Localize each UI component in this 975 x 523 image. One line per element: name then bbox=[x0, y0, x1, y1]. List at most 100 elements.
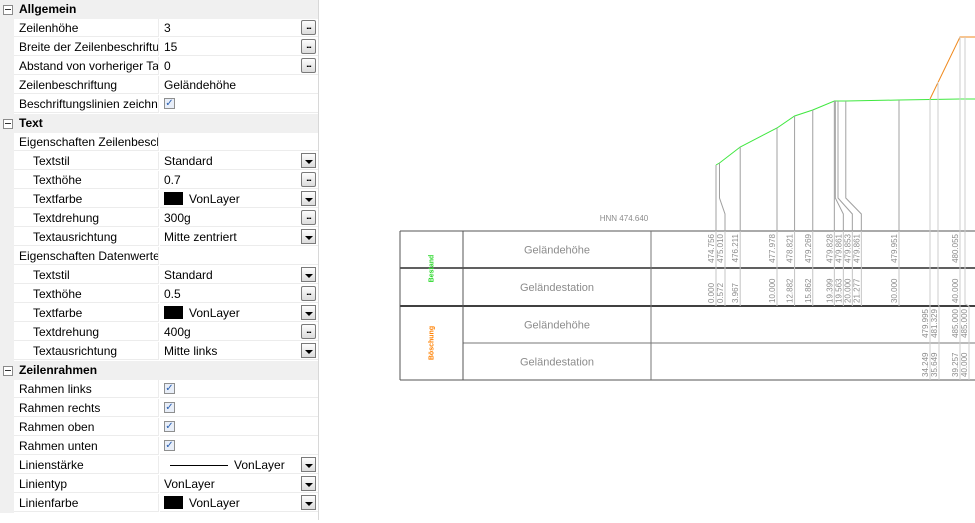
boeschung-height-value: 479.995 bbox=[921, 308, 930, 337]
property-value[interactable]: ✓ bbox=[160, 418, 318, 436]
property-name: Texthöhe bbox=[14, 285, 159, 303]
category-allgemein[interactable]: Allgemein bbox=[0, 0, 318, 19]
property-row-allgemein-2[interactable]: Abstand von vorheriger Tabelle0... bbox=[0, 57, 318, 76]
row-gutter bbox=[0, 456, 14, 475]
property-value[interactable]: 0... bbox=[160, 57, 318, 75]
property-value[interactable]: 0.7... bbox=[160, 171, 318, 189]
property-group[interactable]: Eigenschaften Datenwerte bbox=[0, 247, 318, 266]
property-row-rahmen-3[interactable]: Rahmen unten✓ bbox=[0, 437, 318, 456]
bestand-station-value: 0.572 bbox=[716, 282, 725, 303]
collapse-icon[interactable] bbox=[3, 366, 13, 376]
property-value[interactable]: VonLayer bbox=[160, 190, 318, 208]
dropdown-arrow-button[interactable] bbox=[301, 343, 316, 358]
property-value[interactable]: VonLayer bbox=[160, 494, 318, 512]
ellipsis-button[interactable]: ... bbox=[301, 210, 316, 225]
property-value[interactable]: VonLayer bbox=[160, 475, 318, 493]
property-row-rahmen-0[interactable]: Rahmen links✓ bbox=[0, 380, 318, 399]
ellipsis-button[interactable]: ... bbox=[301, 58, 316, 73]
property-value[interactable]: 300g... bbox=[160, 209, 318, 227]
bestand-height-value: 474.756 bbox=[707, 233, 716, 262]
row-label: Geländehöhe bbox=[524, 320, 590, 332]
dropdown-arrow-button[interactable] bbox=[301, 229, 316, 244]
bestand-station-value: 19.563 bbox=[834, 278, 843, 303]
dropdown-arrow-button[interactable] bbox=[301, 495, 316, 510]
property-value[interactable]: 15... bbox=[160, 38, 318, 56]
checkbox[interactable]: ✓ bbox=[164, 98, 175, 109]
property-value[interactable]: 400g... bbox=[160, 323, 318, 341]
category-text[interactable]: Text bbox=[0, 114, 318, 133]
property-name: Linienfarbe bbox=[14, 494, 159, 512]
property-name: Zeilenbeschriftung bbox=[14, 76, 159, 94]
property-value[interactable]: VonLayer bbox=[160, 304, 318, 322]
checkbox[interactable]: ✓ bbox=[164, 402, 175, 413]
collapse-icon[interactable] bbox=[3, 5, 13, 15]
dropdown-arrow-button[interactable] bbox=[301, 191, 316, 206]
row-gutter bbox=[0, 418, 14, 437]
value-text: VonLayer bbox=[189, 496, 240, 510]
collapse-icon[interactable] bbox=[3, 119, 13, 129]
dropdown-arrow-button[interactable] bbox=[301, 476, 316, 491]
ellipsis-button[interactable]: ... bbox=[301, 172, 316, 187]
group-label: Eigenschaften Datenwerte bbox=[14, 247, 159, 265]
bestand-height-value: 479.861 bbox=[834, 233, 843, 262]
property-value[interactable]: Geländehöhe bbox=[160, 76, 318, 94]
property-value[interactable]: Mitte zentriert bbox=[160, 228, 318, 246]
property-value[interactable]: ✓ bbox=[160, 380, 318, 398]
property-row-allgemein-4[interactable]: Beschriftungslinien zeichnen✓ bbox=[0, 95, 318, 114]
row-gutter bbox=[0, 228, 14, 247]
bestand-height-value: 476.211 bbox=[731, 233, 740, 262]
bestand-height-value: 475.010 bbox=[716, 233, 725, 262]
lineweight-sample bbox=[170, 465, 228, 466]
value-text: VonLayer bbox=[234, 458, 285, 472]
category-zeilenrahmen[interactable]: Zeilenrahmen bbox=[0, 361, 318, 380]
property-value[interactable]: Standard bbox=[160, 266, 318, 284]
property-row-rahmen-1[interactable]: Rahmen rechts✓ bbox=[0, 399, 318, 418]
value-text: Mitte links bbox=[164, 344, 218, 358]
ellipsis-button[interactable]: ... bbox=[301, 286, 316, 301]
dropdown-arrow-button[interactable] bbox=[301, 305, 316, 320]
ellipsis-button[interactable]: ... bbox=[301, 324, 316, 339]
bestand-station-value: 20.000 bbox=[843, 278, 852, 303]
check-icon: ✓ bbox=[165, 440, 174, 451]
value-text: 0 bbox=[164, 59, 171, 73]
bestand-station-value: 30.000 bbox=[890, 278, 899, 303]
property-value[interactable]: VonLayer bbox=[160, 456, 318, 474]
dropdown-arrow-button[interactable] bbox=[301, 457, 316, 472]
property-value[interactable]: 0.5... bbox=[160, 285, 318, 303]
property-value[interactable]: ✓ bbox=[160, 95, 318, 113]
ellipsis-button[interactable]: ... bbox=[301, 20, 316, 35]
property-value[interactable]: Standard bbox=[160, 152, 318, 170]
ellipsis-button[interactable]: ... bbox=[301, 39, 316, 54]
checkbox[interactable]: ✓ bbox=[164, 440, 175, 451]
check-icon: ✓ bbox=[165, 421, 174, 432]
property-value[interactable]: ✓ bbox=[160, 399, 318, 417]
dropdown-arrow-button[interactable] bbox=[301, 267, 316, 282]
property-value[interactable]: ✓ bbox=[160, 437, 318, 455]
property-row-linien-2[interactable]: Linienfarbe VonLayer bbox=[0, 494, 318, 513]
property-group[interactable]: Eigenschaften Zeilenbeschriftung bbox=[0, 133, 318, 152]
property-value[interactable]: Mitte links bbox=[160, 342, 318, 360]
checkbox[interactable]: ✓ bbox=[164, 421, 175, 432]
dropdown-arrow-button[interactable] bbox=[301, 153, 316, 168]
row-gutter bbox=[0, 209, 14, 228]
property-value[interactable]: 3... bbox=[160, 19, 318, 37]
property-row-rahmen-2[interactable]: Rahmen oben✓ bbox=[0, 418, 318, 437]
checkbox[interactable]: ✓ bbox=[164, 383, 175, 394]
property-name: Textstil bbox=[14, 266, 159, 284]
